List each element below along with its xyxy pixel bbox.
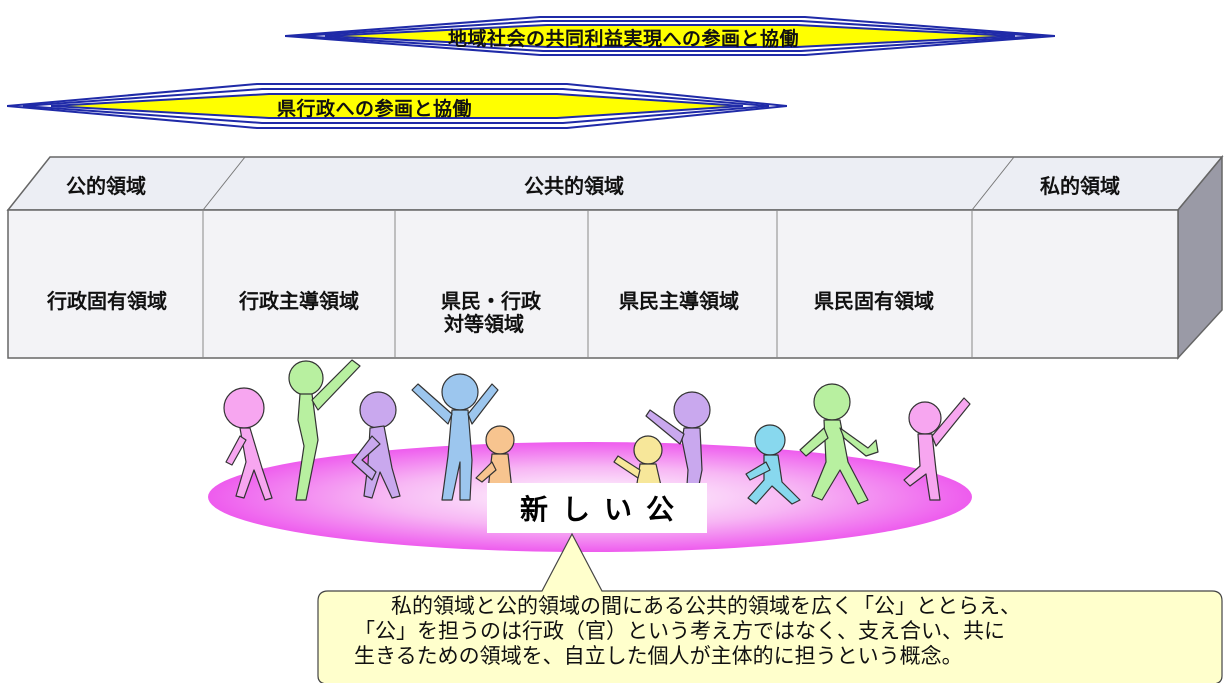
prefecture-banner: 県行政への参画と協働 (7, 80, 787, 132)
common-domain-header: 公共的領域 (524, 174, 624, 198)
private-domain-header: 私的領域 (1040, 174, 1120, 198)
callout-line-1: 私的領域と公的領域の間にある公共的領域を広く「公」ととらえ、 (370, 594, 1021, 618)
domain-box (6, 154, 1224, 360)
callout-line-2: 「公」を担うのは行政（官）という考え方ではなく、支え合い、共に (354, 619, 1005, 644)
figure-purple-2 (645, 391, 711, 501)
prefecture-banner-arrow (7, 83, 787, 129)
column-citizen-exclusive: 県民固有領域 (781, 290, 967, 313)
figure-blue-1 (411, 373, 499, 501)
column-admin-led: 行政主導領域 (206, 290, 392, 313)
public-domain-header: 公的領域 (66, 174, 146, 198)
column-admin-exclusive: 行政固有領域 (14, 290, 200, 313)
column-label: 県民主導領域 (619, 289, 739, 313)
new-public-label: 新しい公 (487, 483, 707, 533)
column-citizen-led: 県民主導領域 (586, 290, 772, 313)
column-label: 県民固有領域 (814, 289, 934, 313)
callout-line-3: 生きるための領域を、自立した個人が主体的に担うという概念。 (354, 644, 963, 669)
figure-green-1 (288, 359, 361, 501)
prefecture-banner-label: 県行政への参画と協働 (277, 98, 473, 120)
figure-purple-1 (351, 391, 401, 499)
community-banner-arrow (285, 16, 1055, 56)
figure-pink-1 (223, 387, 273, 501)
column-label: 行政主導領域 (239, 289, 359, 313)
callout-text: 私的領域と公的領域の間にある公共的領域を広く「公」ととらえ、 「公」を担うのは行… (352, 594, 1212, 670)
column-equal: 県民・行政 対等領域 (398, 290, 584, 336)
figure-green-2 (799, 383, 879, 505)
column-label-line1: 県民・行政 (441, 289, 541, 313)
column-label: 行政固有領域 (47, 289, 167, 313)
figure-pink-2 (903, 397, 971, 501)
community-banner-label: 地域社会の共同利益実現への参画と協働 (448, 28, 800, 50)
community-banner: 地域社会の共同利益実現への参画と協働 (285, 14, 1055, 58)
column-label-line2: 対等領域 (444, 312, 524, 336)
figure-teal-1 (745, 424, 801, 505)
figure-orange-1 (475, 425, 515, 491)
